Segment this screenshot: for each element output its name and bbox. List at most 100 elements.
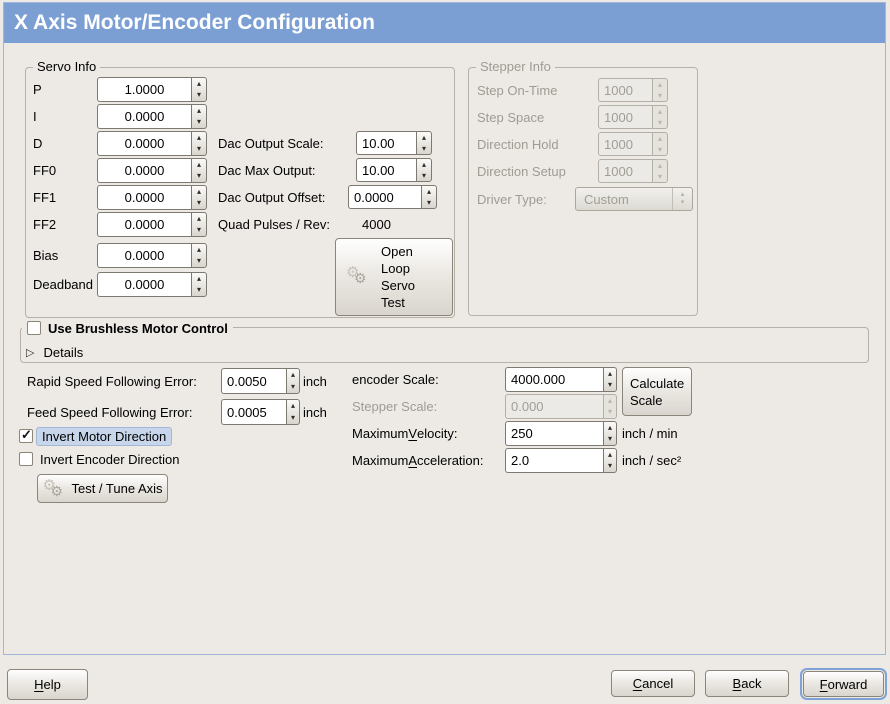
max-velocity-input[interactable] <box>505 421 603 446</box>
ff0-input[interactable] <box>97 158 191 183</box>
driver-type-label: Driver Type: <box>477 191 547 207</box>
spin-up-icon[interactable]: ▴ <box>607 368 612 378</box>
step-space-spinbox: ▴ ▾ <box>598 105 668 129</box>
bias-spin-buttons[interactable]: ▴ ▾ <box>191 243 207 268</box>
page-title: X Axis Motor/Encoder Configuration <box>14 11 375 34</box>
max-acceleration-input[interactable] <box>505 448 603 473</box>
spin-up-icon[interactable]: ▴ <box>196 244 201 254</box>
spin-down-icon[interactable]: ▾ <box>607 434 612 444</box>
spin-up-icon[interactable]: ▴ <box>196 132 201 142</box>
spin-up-icon[interactable]: ▴ <box>290 370 295 379</box>
deadband-input[interactable] <box>97 272 191 297</box>
deadband-spinbox: ▴ ▾ <box>97 272 207 297</box>
p-spin-buttons[interactable]: ▴ ▾ <box>191 77 207 102</box>
dac-max-output-input[interactable] <box>356 158 416 182</box>
dac-output-offset-input[interactable] <box>348 185 421 209</box>
spin-up-icon[interactable]: ▴ <box>290 401 295 410</box>
help-button[interactable]: Help <box>7 669 88 700</box>
spin-up-icon[interactable]: ▴ <box>421 132 426 142</box>
direction-setup-label: Direction Setup <box>477 163 566 179</box>
p-label: P <box>33 82 42 97</box>
cancel-button[interactable]: Cancel <box>611 670 695 697</box>
test-tune-axis-label: Test / Tune Axis <box>71 481 163 496</box>
spin-up-icon[interactable]: ▴ <box>421 159 426 169</box>
back-button[interactable]: Back <box>705 670 789 697</box>
spin-down-icon[interactable]: ▾ <box>290 413 295 422</box>
p-input[interactable] <box>97 77 191 102</box>
rapid-unit-label: inch <box>303 373 327 389</box>
ff0-spin-buttons[interactable]: ▴ ▾ <box>191 158 207 183</box>
invert-motor-checkbox[interactable]: ✓ <box>19 427 33 443</box>
brushless-checkbox[interactable] <box>27 321 41 335</box>
d-input[interactable] <box>97 131 191 156</box>
dac-output-scale-spin-buttons[interactable]: ▴ ▾ <box>416 131 432 155</box>
forward-button[interactable]: Forward <box>800 668 887 700</box>
details-expander[interactable]: ▷ Details <box>26 344 83 361</box>
spin-up-icon: ▴ <box>607 395 612 405</box>
feed-following-error-label: Feed Speed Following Error: <box>27 404 193 420</box>
max-acceleration-spin-buttons[interactable]: ▴ ▾ <box>603 448 617 473</box>
d-spin-buttons[interactable]: ▴ ▾ <box>191 131 207 156</box>
ff2-spin-buttons[interactable]: ▴ ▾ <box>191 212 207 237</box>
i-input[interactable] <box>97 104 191 129</box>
rapid-following-error-input[interactable] <box>221 368 286 394</box>
combo-arrows-icon: ▴ ▾ <box>672 188 692 210</box>
spin-up-icon[interactable]: ▴ <box>196 273 201 283</box>
spin-down-icon[interactable]: ▾ <box>196 144 201 154</box>
dac-max-output-spinbox: ▴ ▾ <box>356 158 432 182</box>
bias-input[interactable] <box>97 243 191 268</box>
deadband-spin-buttons[interactable]: ▴ ▾ <box>191 272 207 297</box>
spin-up-icon[interactable]: ▴ <box>196 78 201 88</box>
spin-up-icon[interactable]: ▴ <box>196 213 201 223</box>
spin-down-icon[interactable]: ▾ <box>196 171 201 181</box>
i-spin-buttons[interactable]: ▴ ▾ <box>191 104 207 129</box>
max-velocity-spin-buttons[interactable]: ▴ ▾ <box>603 421 617 446</box>
spin-down-icon[interactable]: ▾ <box>426 197 431 207</box>
encoder-scale-spin-buttons[interactable]: ▴ ▾ <box>603 367 617 392</box>
spin-down-icon[interactable]: ▾ <box>196 256 201 266</box>
spin-down-icon[interactable]: ▾ <box>607 380 612 390</box>
spin-down-icon[interactable]: ▾ <box>290 382 295 391</box>
feed-following-error-input[interactable] <box>221 399 286 425</box>
dac-output-scale-input[interactable] <box>356 131 416 155</box>
invert-motor-label[interactable]: Invert Motor Direction <box>36 427 173 446</box>
expander-triangle-icon[interactable]: ▷ <box>26 347 35 359</box>
servo-info-legend: Servo Info <box>33 59 101 74</box>
dac-output-offset-spin-buttons[interactable]: ▴ ▾ <box>421 185 437 209</box>
spin-up-icon[interactable]: ▴ <box>196 186 201 196</box>
spin-down-icon[interactable]: ▾ <box>196 225 201 235</box>
direction-hold-spin-buttons: ▴ ▾ <box>652 132 668 156</box>
quad-pulses-value: 4000 <box>362 216 391 232</box>
spin-down-icon[interactable]: ▾ <box>607 461 612 471</box>
invert-encoder-label[interactable]: Invert Encoder Direction <box>40 452 180 467</box>
stepper-scale-label: Stepper Scale: <box>352 399 438 414</box>
open-loop-servo-test-button[interactable]: ⚙ ⚙ Open Loop Servo Test <box>335 238 453 316</box>
feed-unit-label: inch <box>303 404 327 420</box>
spin-down-icon[interactable]: ▾ <box>196 90 201 100</box>
encoder-scale-input[interactable] <box>505 367 603 392</box>
spin-up-icon[interactable]: ▴ <box>196 105 201 115</box>
spin-up-icon[interactable]: ▴ <box>607 422 612 432</box>
step-on-time-spin-buttons: ▴ ▾ <box>652 78 668 102</box>
spin-down-icon[interactable]: ▾ <box>421 143 426 153</box>
spin-down-icon[interactable]: ▾ <box>421 170 426 180</box>
gear-icon: ⚙ <box>50 482 64 499</box>
spin-down-icon[interactable]: ▾ <box>196 117 201 127</box>
feed-spin-buttons[interactable]: ▴ ▾ <box>286 399 300 425</box>
ff1-input[interactable] <box>97 185 191 210</box>
invert-encoder-checkbox[interactable] <box>19 452 33 466</box>
calculate-scale-button[interactable]: Calculate Scale <box>622 367 692 416</box>
spin-down-icon[interactable]: ▾ <box>196 198 201 208</box>
step-on-time-spinbox: ▴ ▾ <box>598 78 668 102</box>
ff2-input[interactable] <box>97 212 191 237</box>
test-tune-axis-button[interactable]: ⚙ ⚙ Test / Tune Axis <box>37 474 168 503</box>
spin-down-icon[interactable]: ▾ <box>196 285 201 295</box>
rapid-spin-buttons[interactable]: ▴ ▾ <box>286 368 300 394</box>
spin-up-icon[interactable]: ▴ <box>426 186 431 196</box>
ff1-spin-buttons[interactable]: ▴ ▾ <box>191 185 207 210</box>
spin-up-icon[interactable]: ▴ <box>196 159 201 169</box>
max-velocity-unit: inch / min <box>622 426 678 441</box>
dac-max-output-spin-buttons[interactable]: ▴ ▾ <box>416 158 432 182</box>
spin-up-icon[interactable]: ▴ <box>607 449 612 459</box>
